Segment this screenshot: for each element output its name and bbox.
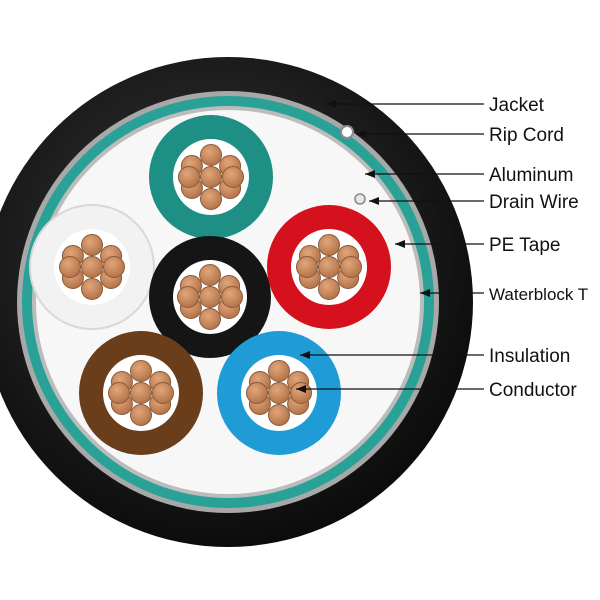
arrow-pe-tape <box>395 240 405 248</box>
copper-strand <box>318 278 340 300</box>
copper-strand <box>268 404 290 426</box>
copper-strand <box>221 286 243 308</box>
label-aluminum: Aluminum <box>489 165 573 186</box>
copper-strand <box>296 256 318 278</box>
conductor-teal <box>149 115 273 239</box>
copper-strand <box>268 360 290 382</box>
conductor-white <box>29 204 155 330</box>
label-pe-tape: PE Tape <box>489 235 560 256</box>
copper-strand <box>318 234 340 256</box>
copper-strand <box>81 278 103 300</box>
copper-strand <box>177 286 199 308</box>
label-jacket: Jacket <box>489 95 545 116</box>
conductor-black <box>149 236 271 358</box>
copper-strand <box>199 286 221 308</box>
label-conductor: Conductor <box>489 380 577 401</box>
copper-strand <box>199 308 221 330</box>
arrow-rip-cord <box>356 130 366 138</box>
arrow-jacket <box>326 100 336 108</box>
copper-strand <box>130 360 152 382</box>
copper-strand <box>59 256 81 278</box>
arrow-waterblock <box>420 289 430 297</box>
rip-cord <box>340 125 354 139</box>
copper-strand <box>222 166 244 188</box>
copper-strand <box>81 234 103 256</box>
label-rip-cord: Rip Cord <box>489 125 564 146</box>
conductor-blue <box>217 331 341 455</box>
copper-strand <box>130 382 152 404</box>
copper-strand <box>108 382 130 404</box>
drain-wire <box>354 193 366 205</box>
copper-strand <box>318 256 340 278</box>
arrow-insulation <box>300 351 310 359</box>
copper-strand <box>103 256 125 278</box>
arrow-conductor <box>296 385 306 393</box>
copper-strand <box>200 166 222 188</box>
labels: Jacket Rip Cord Aluminum Drain Wire PE T… <box>489 95 588 401</box>
copper-strand <box>200 188 222 210</box>
copper-strand <box>246 382 268 404</box>
leader-lines <box>296 100 484 393</box>
copper-strand <box>152 382 174 404</box>
conductor-brown <box>79 331 203 455</box>
copper-strand <box>199 264 221 286</box>
copper-strand <box>130 404 152 426</box>
copper-strand <box>268 382 290 404</box>
copper-strand <box>340 256 362 278</box>
copper-strand <box>178 166 200 188</box>
copper-strand <box>290 382 312 404</box>
arrow-drain-wire <box>369 197 379 205</box>
arrow-aluminum <box>365 170 375 178</box>
label-waterblock: Waterblock T <box>489 285 588 304</box>
label-insulation: Insulation <box>489 346 570 367</box>
label-drain-wire: Drain Wire <box>489 192 579 213</box>
copper-strand <box>200 144 222 166</box>
copper-strand <box>81 256 103 278</box>
conductor-red <box>267 205 391 329</box>
